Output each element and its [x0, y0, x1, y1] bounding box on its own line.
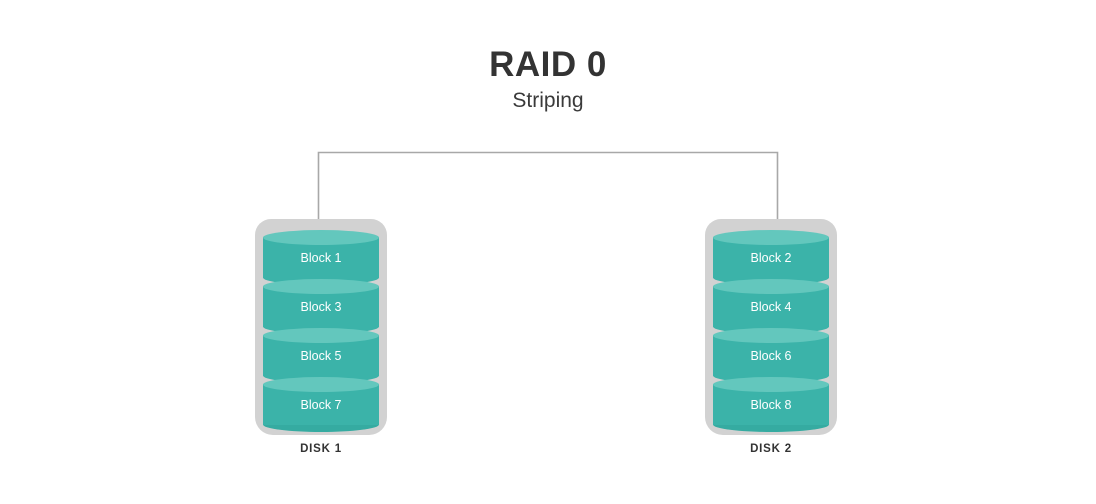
disk-2-platters: Block 2 Block 4 Block 6: [713, 230, 829, 432]
platter-top-ellipse: [263, 230, 379, 245]
disk-2-block-0[interactable]: Block 2: [713, 230, 829, 286]
disk-1-platters: Block 1 Block 3 Block 5: [263, 230, 379, 432]
disk-2-block-3[interactable]: Block 8: [713, 377, 829, 433]
disk-1-block-3[interactable]: Block 7: [263, 377, 379, 433]
platter-top-ellipse: [713, 328, 829, 343]
disk-1[interactable]: Block 1 Block 3 Block 5: [255, 219, 387, 455]
disk-2-caption: DISK 2: [750, 443, 792, 455]
block-label: Block 3: [300, 300, 342, 314]
block-label: Block 2: [750, 251, 792, 265]
platter-top-ellipse: [263, 377, 379, 392]
platter-top-ellipse: [263, 279, 379, 294]
platter-top-ellipse: [713, 279, 829, 294]
page-title: RAID 0: [489, 45, 607, 84]
disk-2-block-1[interactable]: Block 4: [713, 279, 829, 335]
disk-1-shell: Block 1 Block 3 Block 5: [255, 219, 387, 435]
disk-1-block-0[interactable]: Block 1: [263, 230, 379, 286]
block-label: Block 1: [300, 251, 342, 265]
disk-2-block-2[interactable]: Block 6: [713, 328, 829, 384]
block-label: Block 7: [300, 398, 342, 412]
platter-top-ellipse: [713, 377, 829, 392]
block-label: Block 5: [300, 349, 342, 363]
title-block: RAID 0 Striping: [0, 44, 1096, 115]
disk-1-caption: DISK 1: [300, 443, 342, 455]
platter-top-ellipse: [713, 230, 829, 245]
disk-2-shell: Block 2 Block 4 Block 6: [705, 219, 837, 435]
block-label: Block 4: [750, 300, 792, 314]
block-label: Block 8: [750, 398, 792, 412]
disk-2[interactable]: Block 2 Block 4 Block 6: [705, 219, 837, 455]
disk-1-block-2[interactable]: Block 5: [263, 328, 379, 384]
page-subtitle: Striping: [512, 89, 584, 112]
disk-1-block-1[interactable]: Block 3: [263, 279, 379, 335]
platter-top-ellipse: [263, 328, 379, 343]
block-label: Block 6: [750, 349, 792, 363]
